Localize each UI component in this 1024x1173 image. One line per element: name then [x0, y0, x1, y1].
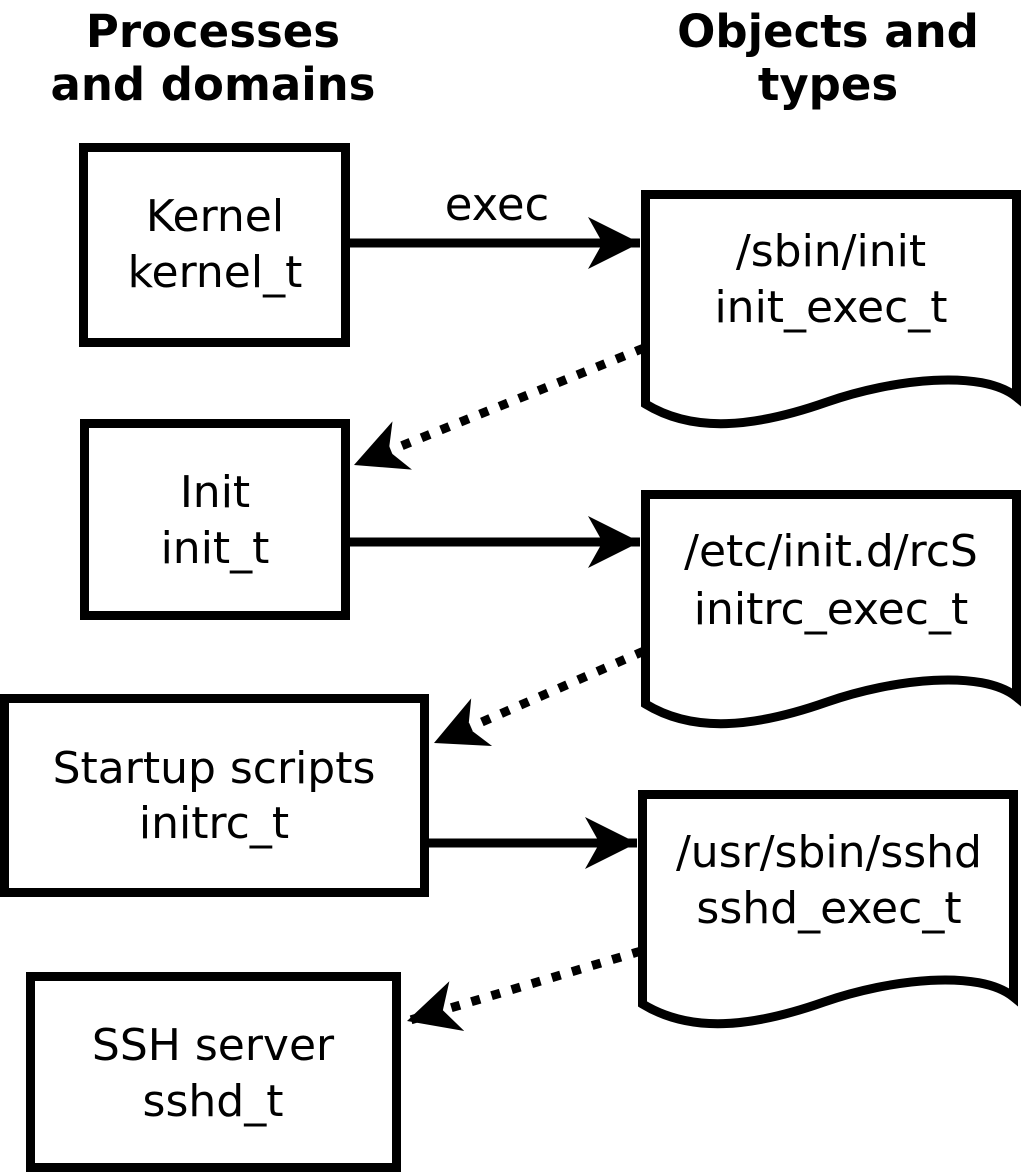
object-type: init_exec_t — [714, 282, 947, 333]
object-path: /usr/sbin/sshd — [676, 827, 982, 878]
object-path: /etc/init.d/rcS — [684, 526, 978, 577]
process-box-init — [80, 419, 350, 620]
process-domain-type: initrc_t — [139, 798, 289, 849]
transition-arrow-sshdexec-to-sshd — [405, 946, 643, 1032]
object-node-usr-sbin-sshd: /usr/sbin/sshd sshd_exec_t — [638, 790, 1018, 1029]
process-box-startup-scripts — [0, 694, 429, 897]
process-box-kernel — [79, 143, 350, 347]
object-type: sshd_exec_t — [696, 883, 961, 934]
object-node-etc-initd-rcs: /etc/init.d/rcS initrc_exec_t — [641, 490, 1021, 729]
document-shape-icon — [641, 490, 1021, 729]
exec-arrow-label: exec — [445, 178, 550, 231]
process-name: SSH server — [92, 1020, 335, 1071]
object-node-sbin-init: /sbin/init init_exec_t — [641, 190, 1021, 429]
process-name: Kernel — [146, 191, 284, 242]
process-name: Startup scripts — [53, 743, 376, 794]
process-domain-type: init_t — [161, 523, 270, 574]
arrows: exec — [350, 178, 646, 1032]
header-processes-line2: and domains — [51, 58, 376, 111]
transition-arrow-rcs-to-initrc — [432, 646, 646, 748]
process-node-ssh-server: SSH server sshd_t — [26, 972, 401, 1172]
process-domain-type: sshd_t — [143, 1076, 284, 1127]
header-processes-line1: Processes — [86, 5, 340, 58]
process-node-kernel: Kernel kernel_t — [79, 143, 350, 347]
process-name: Init — [180, 467, 250, 518]
process-box-ssh-server — [26, 972, 401, 1172]
object-path: /sbin/init — [736, 226, 926, 277]
object-type: initrc_exec_t — [694, 584, 968, 635]
document-shape-icon — [638, 790, 1018, 1029]
document-shape-icon — [641, 190, 1021, 429]
header-objects-line2: types — [758, 58, 898, 111]
transition-arrow-sbininit-to-init — [352, 343, 646, 470]
column-headers: Processes and domains Objects and types — [51, 5, 979, 111]
header-objects-line1: Objects and — [677, 5, 979, 58]
process-domain-type: kernel_t — [128, 247, 303, 298]
process-node-startup-scripts: Startup scripts initrc_t — [0, 694, 429, 897]
process-node-init: Init init_t — [80, 419, 350, 620]
